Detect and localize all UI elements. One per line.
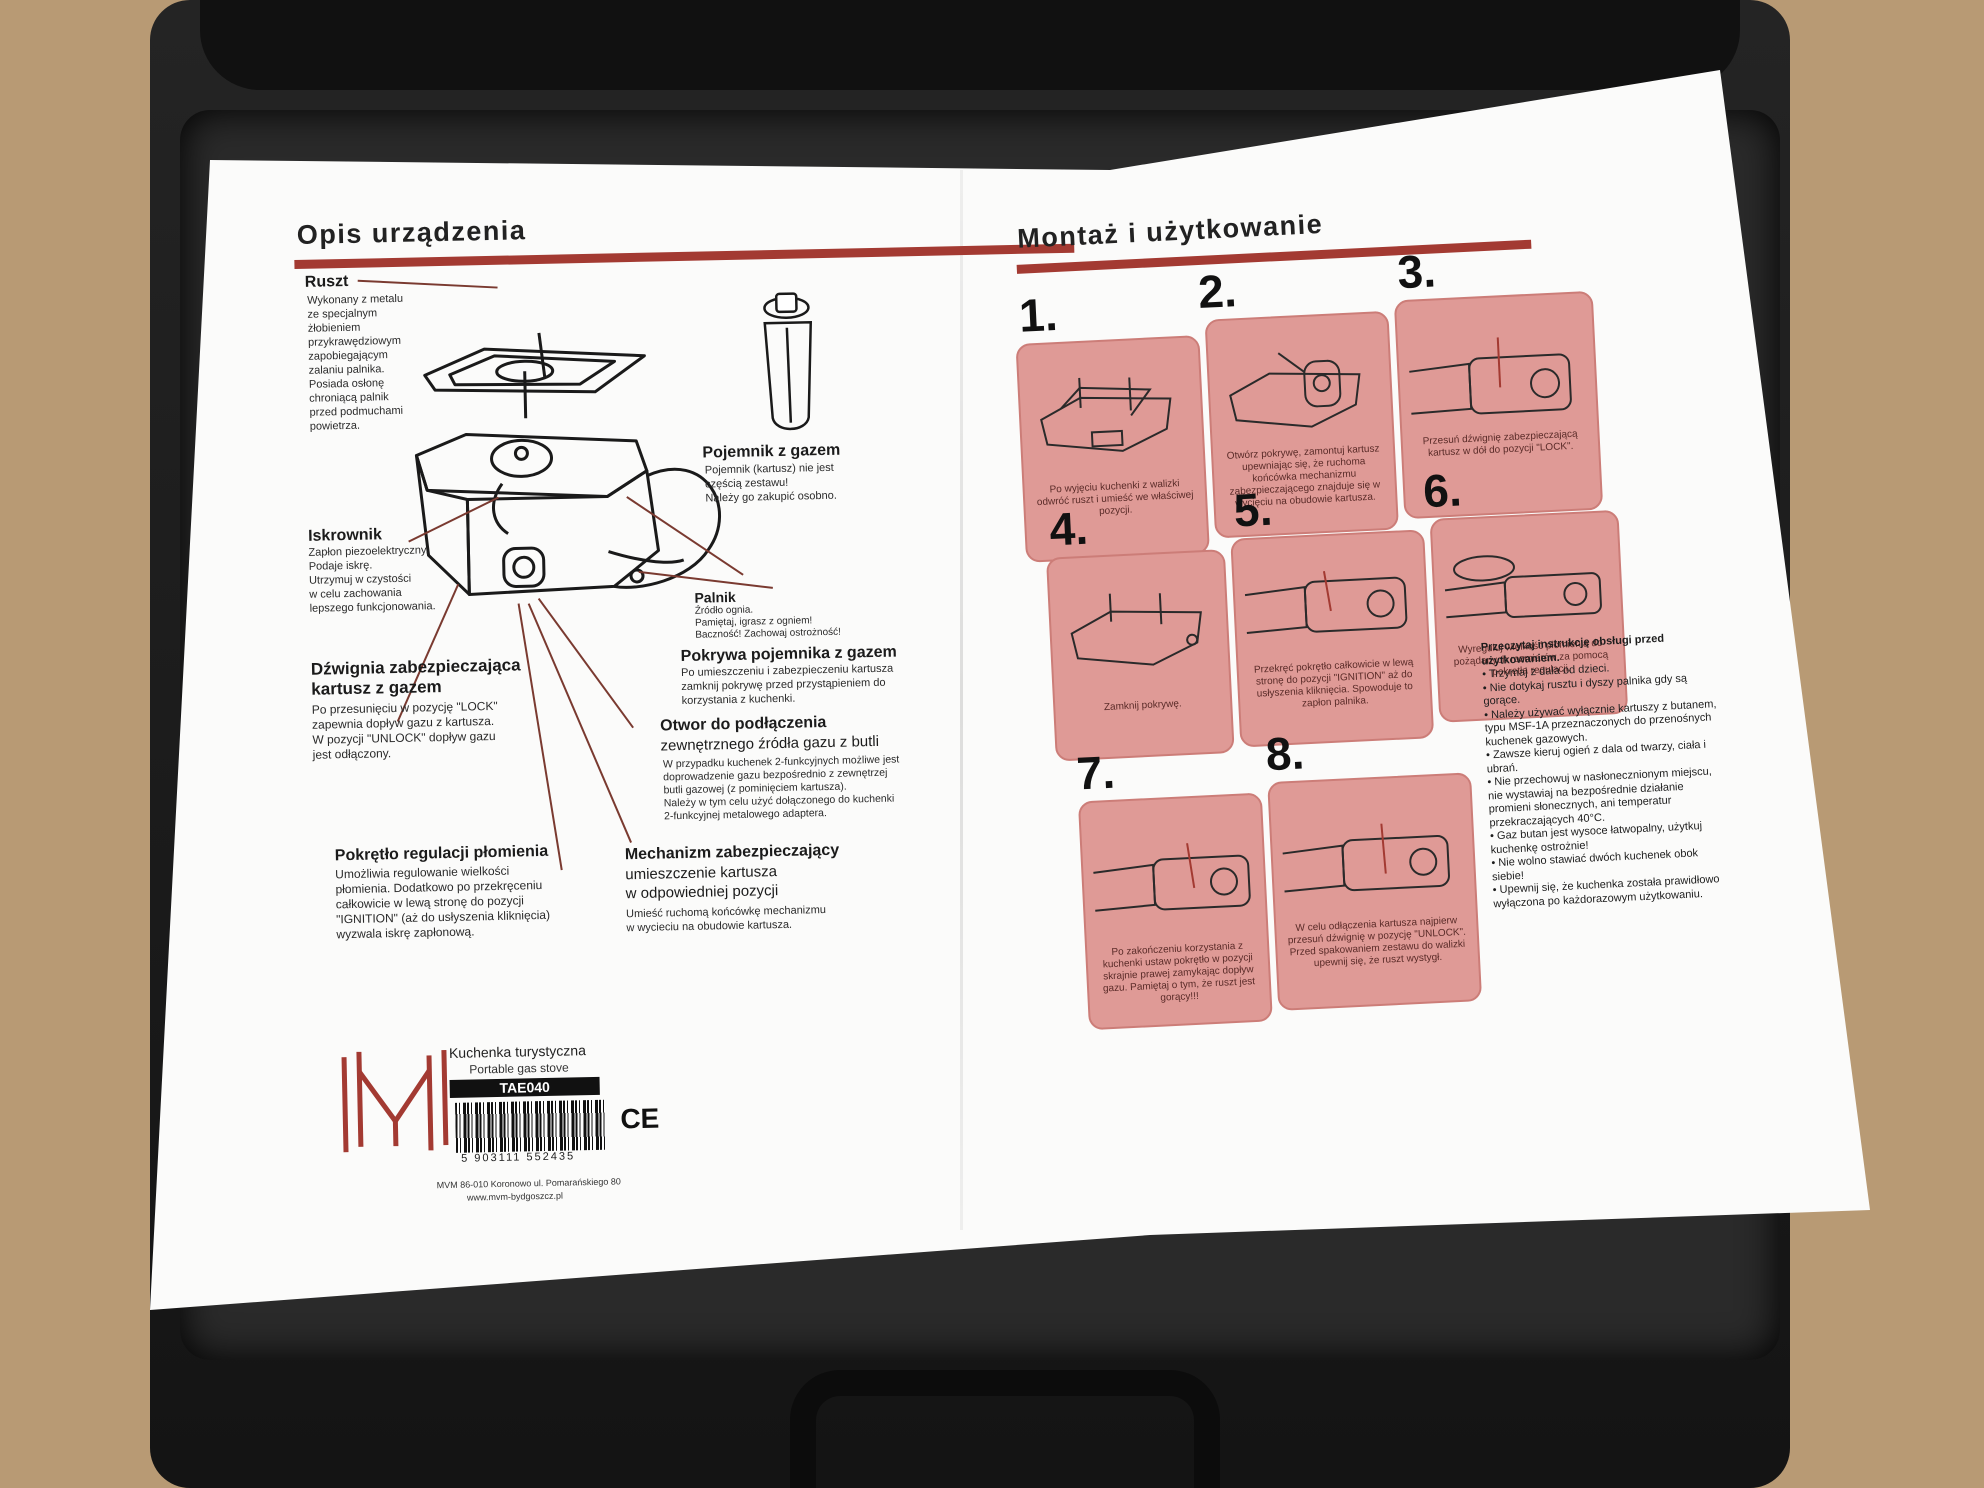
label-pojemnik: Pojemnik z gazem [702, 441, 841, 462]
step-3-number: 3. [1396, 244, 1438, 299]
company-address: MVM 86-010 Koronowo ul. Pomarańskiego 80 [436, 1176, 621, 1191]
gas-canister-illustration [763, 292, 813, 431]
step-7-card: Po zakończeniu korzystania z kuchenki us… [1077, 792, 1273, 1031]
safety-warnings: Przeczytaj instrukcję obsługi przed użyt… [1481, 630, 1734, 911]
step-3-text: Przesuń dźwignię zabezpieczającą kartusz… [1422, 428, 1578, 459]
leader-ruszt [357, 279, 498, 289]
step-3-illustration [1409, 337, 1572, 415]
label-palnik: Palnik [694, 588, 736, 606]
step-4-illustration [1070, 593, 1202, 666]
step-3-card: Przesuń dźwignię zabezpieczającą kartusz… [1393, 290, 1604, 520]
step-5-text: Przekręć pokrętło całkowicie w lewą stro… [1253, 656, 1414, 710]
text-ruszt: Wykonany z metalu ze specjalnym żłobieni… [307, 292, 404, 433]
stove-illustration [414, 332, 721, 596]
text-iskrownik: Zapłon piezoelektryczny. Podaje iskrę. U… [308, 544, 436, 615]
step-1-card: Po wyjęciu kuchenki z walizki odwróć rus… [1015, 335, 1210, 563]
step-5-number: 5. [1232, 482, 1274, 537]
text-mechanizm: Umieść ruchomą końcówkę mechanizmu w wyc… [625, 904, 827, 935]
step-7-text: Po zakończeniu korzystania z kuchenki us… [1102, 940, 1256, 1004]
step-8-card: W celu odłączenia kartusza najpierw prze… [1267, 772, 1483, 1011]
sheet-fold [960, 170, 963, 1230]
step-4-text: Zamknij pokrywę. [1103, 698, 1182, 714]
page-assembly-usage: Montaż i użytkowanie 1. Po wyjęciu kuche… [990, 88, 1905, 1279]
step-2-number: 2. [1196, 264, 1238, 318]
step-8-text: W celu odłączenia kartusza najpierw prze… [1287, 915, 1467, 970]
step-6-illustration [1444, 555, 1602, 619]
page-device-description: Opis urządzenia [200, 133, 1075, 1300]
product-name: Kuchenka turystyczna [448, 1042, 587, 1061]
right-heading: Montaż i użytkowanie [1016, 208, 1324, 254]
company-website: www.mvm-bydgoszcz.pl [466, 1190, 564, 1203]
text-pokrywa: Po umieszczeniu i zabezpieczeniu kartusz… [680, 662, 894, 708]
step-6-number: 6. [1421, 463, 1463, 518]
step-8-number: 8. [1264, 726, 1306, 781]
label-iskrownik: Iskrownik [307, 526, 383, 545]
text-pokretlo: Umożliwia regulowanie wielkości płomieni… [335, 863, 551, 942]
text-otwor: W przypadku kuchenek 2-funkcyjnych możli… [662, 753, 900, 823]
step-1-illustration [1040, 377, 1172, 452]
step-5-card: Przekręć pokrętło całkowicie w lewą stro… [1230, 529, 1435, 748]
barcode [455, 1099, 607, 1153]
label-mechanizm-2: umieszczenie kartusza w odpowiedniej poz… [625, 863, 779, 903]
step-5-illustration [1244, 571, 1408, 635]
label-ruszt: Ruszt [304, 272, 349, 291]
ce-mark: CE [620, 1102, 660, 1135]
step-8-illustration [1282, 823, 1450, 893]
label-otwor-2: zewnętrznego źródła gazu z butli [660, 732, 880, 755]
step-7-illustration [1093, 843, 1251, 912]
label-otwor: Otwor do podłączenia [659, 714, 827, 735]
label-dzwignia-2: kartusz z gazem [311, 677, 442, 699]
product-subtitle: Portable gas stove [469, 1060, 569, 1077]
step-7-number: 7. [1075, 745, 1117, 800]
mvm-logo [341, 1050, 449, 1153]
step-2-card: Otwórz pokrywę, zamontuj kartusz upewnia… [1204, 310, 1400, 539]
case-lid [200, 0, 1740, 90]
text-pojemnik: Pojemnik (kartusz) nie jest częścią zest… [704, 461, 837, 505]
text-dzwignia: Po przesunięciu w pozycję "LOCK" zapewni… [311, 698, 498, 762]
step-6-card: Wyreguluj wielkość płomienia do pożądany… [1429, 509, 1629, 723]
model-tag: TAE040 [449, 1076, 600, 1098]
case-handle [790, 1370, 1220, 1488]
step-4-card: Zamknij pokrywę. [1045, 549, 1235, 762]
label-pokretlo: Pokrętło regulacji płomienia [334, 842, 549, 865]
step-2-illustration [1229, 352, 1361, 428]
step-1-number: 1. [1017, 287, 1059, 342]
text-palnik: Źródło ognia. Pamiętaj, igrasz z ogniem!… [694, 604, 841, 641]
barcode-number: 5 903111 552435 [461, 1150, 576, 1165]
step-4-number: 4. [1048, 501, 1090, 556]
left-heading: Opis urządzenia [296, 215, 527, 250]
label-mechanizm: Mechanizm zabezpieczający [624, 841, 840, 864]
